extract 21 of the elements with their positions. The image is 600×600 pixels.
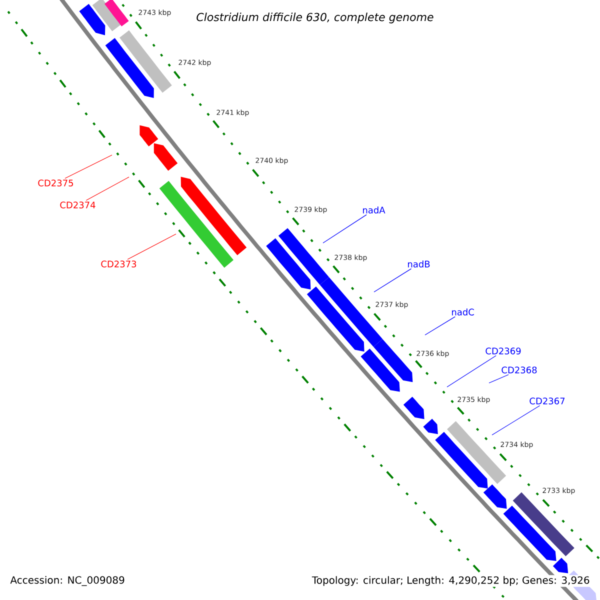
gene-label: CD2367	[530, 398, 565, 404]
gene-label: nadB	[408, 260, 430, 268]
gene-label: nadA	[363, 206, 386, 214]
gene-label: CD2368	[502, 366, 537, 374]
map-title: Clostridium difficile 630, complete genome	[196, 12, 434, 24]
leader-line	[64, 154, 112, 179]
leader-line	[492, 405, 540, 436]
gene-label: CD2373	[101, 260, 136, 268]
leader-line	[374, 268, 412, 292]
gene-label: CD2375	[38, 180, 73, 186]
gene-label: CD2369	[486, 348, 521, 354]
info-text: Accession: NC_009089	[10, 576, 124, 586]
leader-line	[424, 316, 456, 336]
gene-label: nadC	[452, 308, 474, 316]
info-text: Topology: circular; Length: 4,290,252 bp; Genes: 3,926	[310, 575, 591, 587]
leader-line	[322, 214, 367, 244]
leader-line	[127, 234, 176, 260]
gene-label: CD2374	[60, 202, 96, 208]
leader-line	[86, 176, 130, 201]
leader-line	[446, 355, 496, 388]
leader-line	[488, 374, 509, 384]
